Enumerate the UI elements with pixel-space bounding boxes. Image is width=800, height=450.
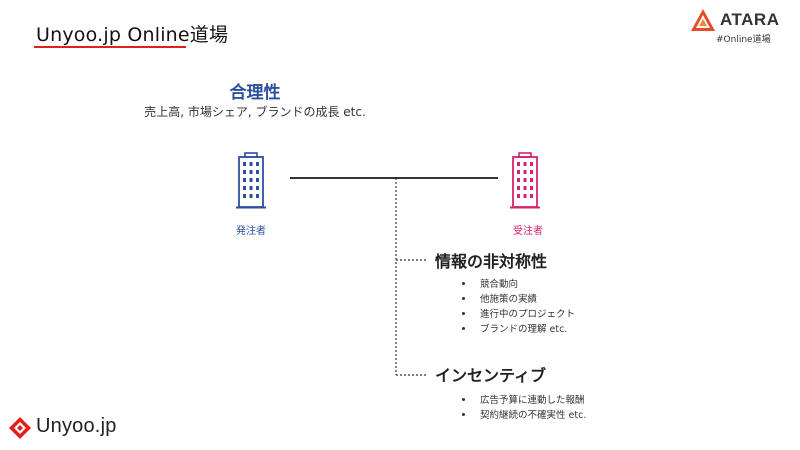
bullet-icon xyxy=(462,297,465,300)
list-item-text: 競合動向 xyxy=(480,279,519,290)
list-item-text: 進行中のプロジェクト xyxy=(480,309,576,320)
orderer-label: 発注者 xyxy=(236,226,266,237)
list-item: 契約継続の不確実性 etc. xyxy=(462,408,586,423)
bullet-icon xyxy=(462,413,465,416)
bullet-icon xyxy=(462,398,465,401)
asymmetry-heading: 情報の非対称性 xyxy=(435,252,548,271)
brand-top: ATARA #Online道場 xyxy=(686,8,786,45)
list-item-text: 契約継続の不確実性 etc. xyxy=(480,410,587,421)
rationality-description: 売上高, 市場シェア, ブランドの成長 etc. xyxy=(144,105,366,119)
list-item: 競合動向 xyxy=(462,277,575,292)
asymmetry-list: 競合動向 他施策の実績 進行中のプロジェクト ブランドの理解 etc. xyxy=(462,277,575,337)
brand-bottom-name: Unyoo.jp xyxy=(36,415,117,437)
contractor-label: 受注者 xyxy=(513,226,543,237)
incentive-list: 広告予算に連動した報酬 契約継続の不確実性 etc. xyxy=(462,393,586,423)
list-item: 広告予算に連動した報酬 xyxy=(462,393,586,408)
slide-title: Unyoo.jp Online道場 xyxy=(36,24,229,46)
atara-logo-icon xyxy=(690,8,716,36)
brand-tagline: #Online道場 xyxy=(716,35,771,45)
list-item-text: ブランドの理解 etc. xyxy=(480,324,568,335)
contractor-building-icon xyxy=(510,152,540,214)
rationality-heading: 合理性 xyxy=(229,83,281,103)
bullet-icon xyxy=(462,312,465,315)
list-item-text: 広告予算に連動した報酬 xyxy=(480,395,585,406)
list-item: ブランドの理解 etc. xyxy=(462,322,575,337)
list-item: 他施策の実績 xyxy=(462,292,575,307)
orderer-building-icon xyxy=(236,152,266,214)
brand-bottom: Unyoo.jp xyxy=(8,414,148,444)
title-underline xyxy=(34,46,186,48)
bullet-icon xyxy=(462,327,465,330)
brand-name: ATARA xyxy=(720,10,780,29)
bullet-icon xyxy=(462,282,465,285)
list-item-text: 他施策の実績 xyxy=(480,294,538,305)
list-item: 進行中のプロジェクト xyxy=(462,307,575,322)
unyoo-logo-icon xyxy=(8,416,32,444)
incentive-heading: インセンティブ xyxy=(435,366,547,385)
